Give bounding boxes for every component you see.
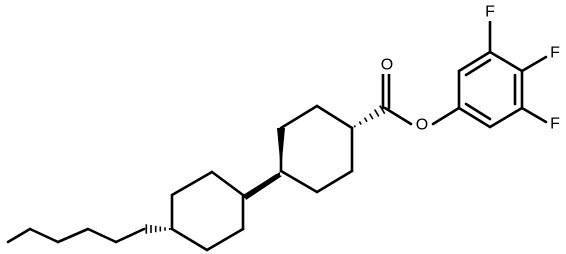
cyclohexane-ring-lower xyxy=(170,170,245,252)
hash-mark xyxy=(363,117,368,123)
fluorine-bottom-label: F xyxy=(550,116,560,133)
cyclohexane-ring-upper xyxy=(279,104,354,194)
hashed-wedge-carboxyl xyxy=(353,105,386,128)
pentyl-chain xyxy=(6,227,146,244)
hash-mark xyxy=(358,121,362,125)
bold-wedge-ring-upper xyxy=(277,128,285,171)
atom-label-fluorine-bottom: F xyxy=(548,115,562,133)
atom-label-fluorine-para: F xyxy=(548,44,562,62)
hash-mark xyxy=(368,113,374,120)
atom-label-fluorine-top: F xyxy=(483,3,497,21)
hash-mark xyxy=(353,125,356,128)
hash-mark xyxy=(379,105,386,115)
atom-label-carbonyl-oxygen: O xyxy=(379,56,395,74)
hashed-wedge-pentyl xyxy=(145,224,171,234)
trifluorophenyl-ring xyxy=(457,20,548,129)
atom-label-ester-oxygen: O xyxy=(414,116,430,134)
ester-group xyxy=(381,70,461,126)
fluorine-para-label: F xyxy=(550,45,560,62)
ester-oxygen-label: O xyxy=(416,117,428,134)
carbonyl-oxygen-label: O xyxy=(381,57,393,74)
hash-mark xyxy=(374,109,380,117)
bold-wedge-ring-junction-lower xyxy=(243,172,282,200)
fluorine-top-label: F xyxy=(485,4,495,21)
